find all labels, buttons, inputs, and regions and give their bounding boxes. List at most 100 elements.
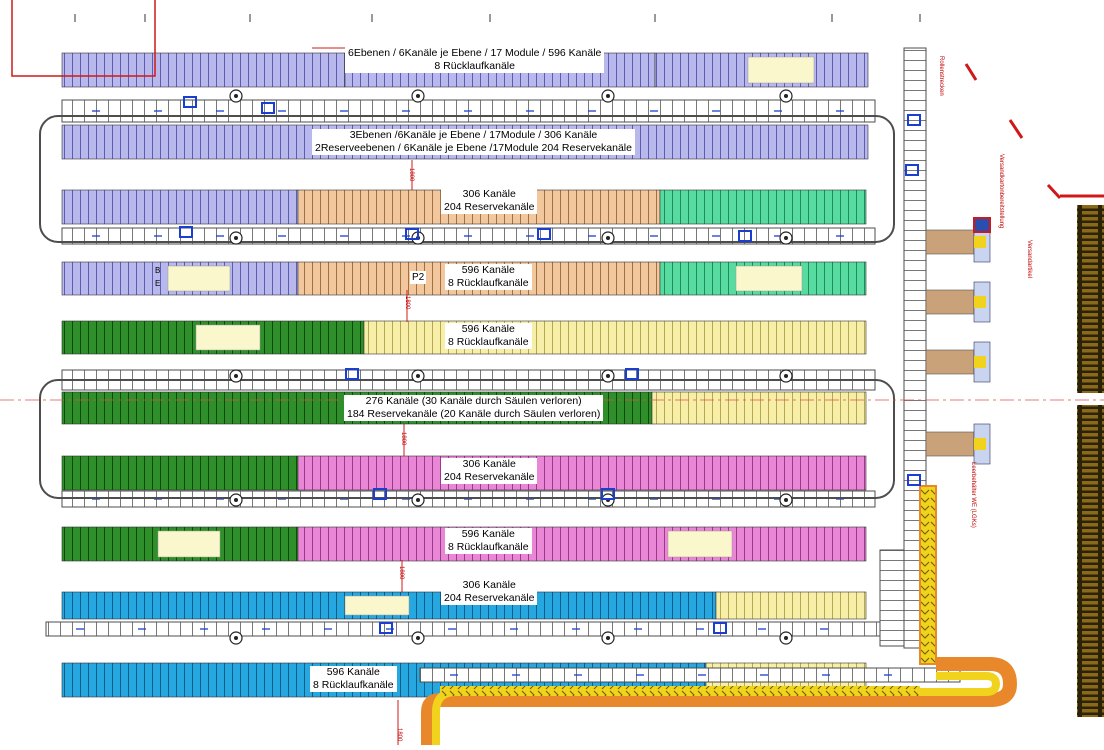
junction-11 bbox=[379, 622, 393, 634]
chevron-belt bbox=[440, 686, 920, 696]
dimension-label-3: 1800 bbox=[400, 432, 406, 446]
red-note-versandkarton: Versandkartonbereitstellung bbox=[998, 154, 1004, 229]
reserve-area-8-1 bbox=[157, 530, 221, 558]
packing-station-1-marker bbox=[974, 236, 986, 248]
row7-line1: 306 Kanäle bbox=[462, 458, 516, 470]
dimension-label-1: 1800 bbox=[408, 168, 414, 182]
p2-marker: P2 bbox=[410, 271, 427, 284]
rack-row-8-segment-2 bbox=[297, 526, 867, 562]
external-rack-lower bbox=[1077, 405, 1104, 717]
pillar-core-3-3 bbox=[606, 374, 610, 378]
reserve-area-5-1 bbox=[195, 324, 261, 351]
junction-2 bbox=[261, 102, 275, 114]
pillar-core-1-2 bbox=[416, 94, 420, 98]
pillar-core-4-4 bbox=[784, 498, 788, 502]
red-note-leerbehaelter: Leerbehälter WE (LGKs) bbox=[970, 462, 976, 528]
orange-return-belt bbox=[421, 657, 1018, 745]
row8-line1: 596 Kanäle bbox=[461, 528, 515, 540]
red-marker-2 bbox=[1046, 183, 1062, 200]
loop-top bbox=[39, 115, 895, 243]
red-marker-1 bbox=[1008, 119, 1024, 139]
rack-row-7-segment-2 bbox=[297, 455, 867, 491]
row9-line1: 306 Kanäle bbox=[462, 579, 516, 591]
junction-5 bbox=[537, 228, 551, 240]
row4-line2: 8 Rücklaufkanäle bbox=[448, 277, 529, 289]
row5-line1: 596 Kanäle bbox=[461, 323, 515, 335]
pillar-core-4-1 bbox=[234, 498, 238, 502]
junction-8 bbox=[625, 368, 639, 380]
row8-label: 596 Kanäle 8 Rücklaufkanäle bbox=[445, 528, 532, 554]
row10-line2: 8 Rücklaufkanäle bbox=[313, 679, 394, 691]
external-rack-upper bbox=[1077, 205, 1104, 393]
junction-4 bbox=[405, 228, 419, 240]
pillar-core-5-1 bbox=[234, 636, 238, 640]
pillar-core-4-2 bbox=[416, 498, 420, 502]
row9-line2: 204 Reservekanäle bbox=[444, 592, 535, 604]
red-corner-outline bbox=[11, 0, 156, 77]
rack-row-3-segment-3 bbox=[659, 189, 867, 225]
row6-line2: 184 Reservekanäle (20 Kanäle durch Säule… bbox=[347, 408, 601, 420]
row10-label: 596 Kanäle 8 Rücklaufkanäle bbox=[310, 666, 397, 692]
pillar-core-1-3 bbox=[606, 94, 610, 98]
pillar-core-2-4 bbox=[784, 236, 788, 240]
pillar-core-3-4 bbox=[784, 374, 788, 378]
row7-label: 306 Kanäle 204 Reservekanäle bbox=[441, 458, 538, 484]
pillar-core-3-1 bbox=[234, 374, 238, 378]
junction-3 bbox=[179, 226, 193, 238]
reserve-area-4-2 bbox=[735, 265, 803, 292]
junction-9 bbox=[373, 488, 387, 500]
junction-13 bbox=[907, 114, 921, 126]
junction-12 bbox=[713, 622, 727, 634]
loop-middle bbox=[39, 379, 895, 499]
conveyor-lines bbox=[39, 47, 1018, 745]
rack-row-3-segment-1 bbox=[61, 189, 299, 225]
rack-row-9-segment-2 bbox=[715, 591, 867, 620]
row5-line2: 8 Rücklaufkanäle bbox=[448, 336, 529, 348]
row1-line1: 6Ebenen / 6Kanäle je Ebene / 17 Module /… bbox=[348, 47, 602, 59]
row1-label: 6Ebenen / 6Kanäle je Ebene / 17 Module /… bbox=[345, 47, 605, 73]
junction-10 bbox=[601, 488, 615, 500]
junction-15 bbox=[907, 474, 921, 486]
junction-1 bbox=[183, 96, 197, 108]
pillar-core-1-1 bbox=[234, 94, 238, 98]
e-marker: E bbox=[155, 279, 161, 288]
row2-line1: 3Ebenen /6Kanäle je Ebene / 17Module / 3… bbox=[349, 129, 598, 141]
pillar-core-5-2 bbox=[416, 636, 420, 640]
red-note-rollenstrecken: Rollenstrecken bbox=[938, 56, 944, 96]
b-marker: B bbox=[155, 266, 161, 275]
red-marker-3 bbox=[964, 63, 978, 81]
row1-line2: 8 Rücklaufkanäle bbox=[434, 60, 515, 72]
pillar-core-2-3 bbox=[606, 236, 610, 240]
packing-start-bin bbox=[973, 217, 991, 233]
yellow-return-belt bbox=[432, 672, 1001, 745]
row9-label: 306 Kanäle 204 Reservekanäle bbox=[441, 579, 538, 605]
packing-station-2-marker bbox=[974, 296, 986, 308]
row6-label: 276 Kanäle (30 Kanäle durch Säulen verlo… bbox=[344, 395, 604, 421]
pillar-core-3-2 bbox=[416, 374, 420, 378]
row8-line2: 8 Rücklaufkanäle bbox=[448, 541, 529, 553]
reserve-area-4-1 bbox=[167, 265, 231, 292]
pillar-core-5-4 bbox=[784, 636, 788, 640]
side-conveyor bbox=[879, 549, 905, 647]
junction-14 bbox=[905, 164, 919, 176]
row3-line1: 306 Kanäle bbox=[462, 188, 516, 200]
junction-7 bbox=[345, 368, 359, 380]
dimension-label-5: 1800 bbox=[396, 728, 402, 742]
row4-label: 596 Kanäle 8 Rücklaufkanäle bbox=[445, 264, 532, 290]
pillar-core-2-1 bbox=[234, 236, 238, 240]
row4-line1: 596 Kanäle bbox=[461, 264, 515, 276]
row2-label: 3Ebenen /6Kanäle je Ebene / 17Module / 3… bbox=[312, 129, 635, 155]
reserve-area-9-1 bbox=[344, 595, 410, 616]
red-note-versandartikel: Versandartikel bbox=[1026, 240, 1032, 279]
rack-row-5-segment-2 bbox=[363, 320, 867, 355]
packing-station-3-marker bbox=[974, 356, 986, 368]
row2-line2: 2Reserveebenen / 6Kanäle je Ebene /17Mod… bbox=[315, 142, 632, 154]
packing-station-1 bbox=[925, 229, 975, 255]
packing-station-4-marker bbox=[974, 438, 986, 450]
dimension-label-2: 1800 bbox=[404, 296, 410, 310]
packing-station-4 bbox=[925, 431, 975, 457]
rack-row-6-segment-2 bbox=[651, 391, 867, 425]
